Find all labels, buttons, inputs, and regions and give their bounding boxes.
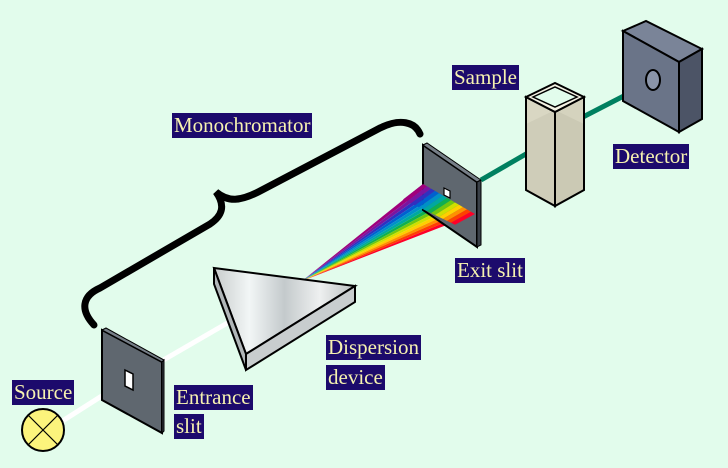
spectrum-band-front: [411, 188, 435, 206]
label-monochromator: Monochromator: [172, 113, 313, 138]
spectrum-band: [302, 202, 459, 281]
spectrum-band-front: [427, 197, 451, 214]
spectrum-band: [302, 204, 463, 281]
spectrum-on-exit-slit: [403, 184, 475, 225]
spectrum-band-front: [447, 209, 471, 223]
spectrum-band: [302, 209, 471, 281]
spectrum-band: [302, 188, 435, 281]
label-sample: Sample: [452, 65, 519, 90]
spectrum-band-front: [403, 184, 427, 202]
detector-box: [620, 19, 705, 134]
dispersion-prism: [212, 266, 358, 372]
spectrum-band: [302, 186, 431, 281]
spectrum-band: [302, 207, 467, 281]
spectrum-band: [302, 211, 475, 281]
dispersed-spectrum: [302, 184, 475, 281]
white-light-beam-2: [158, 315, 238, 365]
spectrum-band-front: [435, 202, 459, 217]
label-dispersion-line2: device: [326, 365, 385, 390]
spectrum-band-front: [439, 204, 463, 219]
spectrum-band-front: [419, 193, 443, 210]
spectrum-band-front: [451, 211, 475, 225]
monochromator-brace: [81, 118, 424, 329]
sample-cuvette: [523, 81, 587, 208]
spectrum-band: [302, 197, 451, 281]
spectrum-band-front: [431, 200, 455, 216]
spectrum-band: [302, 184, 427, 281]
spectrum-band: [302, 193, 443, 281]
entrance-slit-plate: [100, 327, 165, 435]
spectrum-band: [302, 200, 455, 281]
label-entrance-slit-line1: Entrance: [174, 385, 253, 410]
spectrum-band-front: [415, 190, 439, 208]
light-source-icon: [21, 408, 65, 452]
spectrum-band-front: [423, 195, 447, 212]
exit-slit-plate: [422, 142, 482, 249]
spectrum-band: [302, 195, 447, 281]
label-entrance-slit-line2: slit: [174, 414, 204, 439]
spectrum-band-front: [407, 186, 431, 204]
spectrum-band: [302, 190, 439, 281]
label-exit-slit: Exit slit: [455, 258, 525, 283]
spectrum-band-front: [443, 207, 467, 221]
label-source: Source: [12, 380, 75, 405]
label-dispersion-line1: Dispersion: [326, 335, 421, 360]
label-detector: Detector: [613, 144, 690, 169]
